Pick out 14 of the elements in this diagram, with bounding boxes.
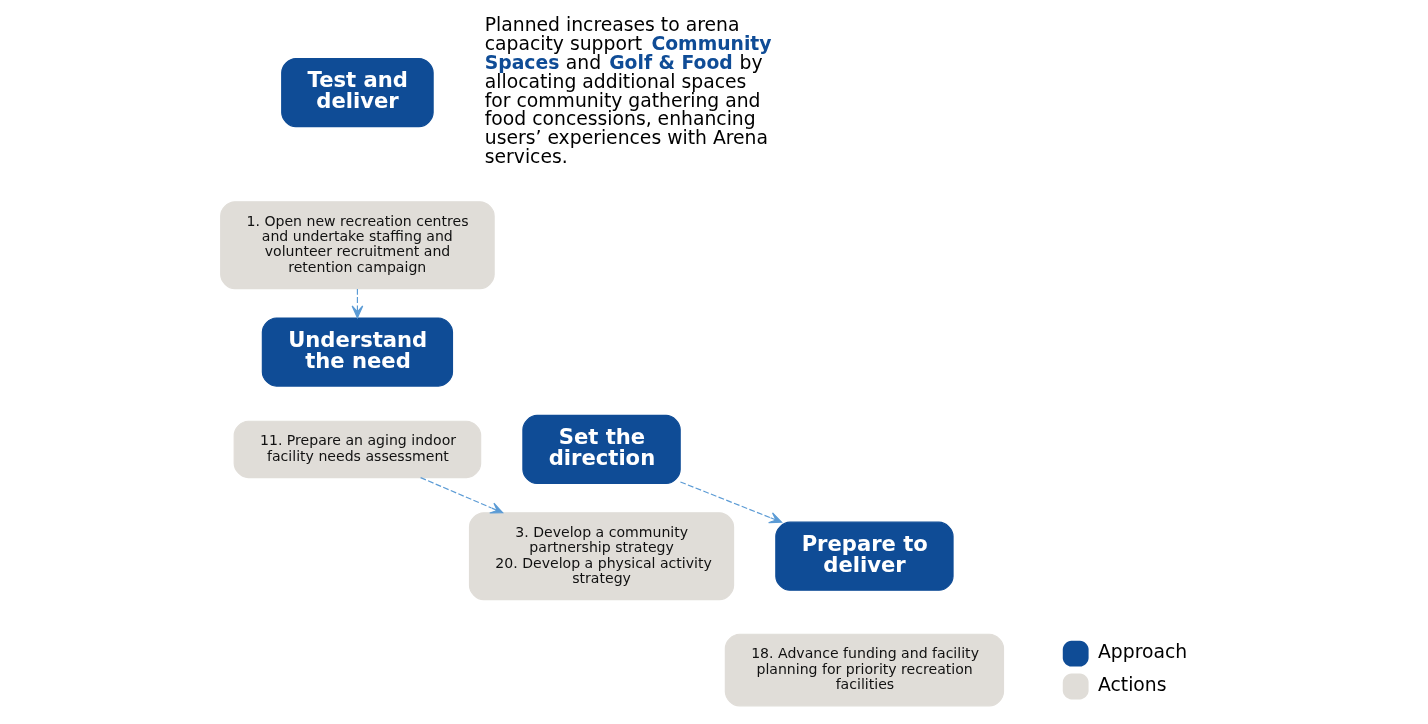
arrow [679, 481, 782, 524]
node-box: Test and deliver [280, 58, 434, 128]
legend-label: Approach [1097, 641, 1187, 663]
node-box: Understand the need [261, 317, 453, 387]
legend-label: Actions [1097, 673, 1167, 695]
arrow [419, 477, 503, 514]
node-box: 11. Prepare an aging indoor facility needs assessment [233, 420, 481, 479]
node-box: 1. Open new recreation centres and undertake staffing and volunteer recruitment and retention campaign [219, 201, 495, 290]
label: Planned increases to arena capacity support Community Spaces and Golf & Food by allocating additional spaces for community gathering and food concessions, enhancing users’ experiences with Arena services. [484, 14, 772, 167]
node-box: Set the direction [521, 414, 681, 485]
node-box: 18. Advance funding and facility planning for priority recreation facilities [724, 633, 1004, 707]
node-box: Prepare to deliver [774, 521, 954, 591]
node-box: 3. Develop a community partnership strategy 20. Develop a physical activity strategy [468, 512, 734, 601]
arrow [351, 288, 363, 319]
